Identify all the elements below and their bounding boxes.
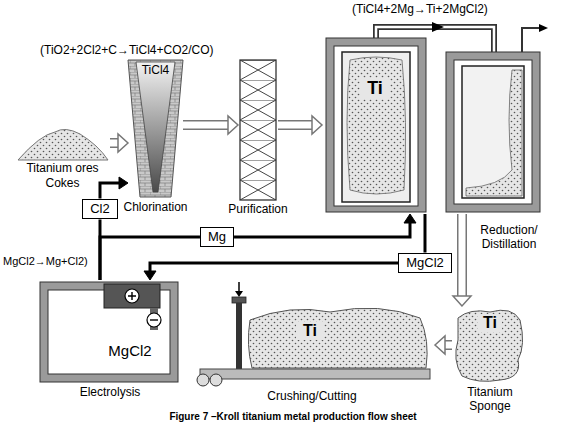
cell-lid (104, 284, 160, 308)
flow-line (100, 237, 200, 280)
material-flow-line (144, 263, 398, 280)
cutter-blade (236, 303, 242, 369)
equation-label: (TiO2+2Cl2+C→TiCl4+CO2/CO) (40, 44, 213, 58)
node-label: MgCl2 (95, 342, 165, 359)
anode-plus (128, 292, 136, 300)
node-label: Crushing/Cutting (252, 390, 372, 404)
chip-spool (210, 374, 222, 386)
chlorinator-bed (136, 62, 175, 192)
arrow-outline (183, 120, 229, 130)
titanium-sponge-mass (347, 57, 406, 194)
vent-arrow (539, 24, 548, 32)
arrow-head (312, 116, 322, 134)
node-label: TiCl4 (128, 64, 183, 78)
node-label: MgCl2 (406, 256, 444, 271)
node-label: Purification (213, 203, 303, 217)
condenser-vessel (462, 66, 524, 198)
arrow-head (404, 214, 416, 223)
furnace-inner (334, 46, 418, 206)
condensate-deposit (466, 70, 522, 196)
flow-line (100, 183, 120, 199)
material-box: Cl2 (82, 199, 118, 220)
press-arrow-head (235, 291, 243, 297)
reactor-vessel (342, 52, 410, 202)
chip-spool (197, 374, 209, 386)
material-box: MgCl2 (398, 253, 452, 274)
furnace-inner (454, 60, 532, 204)
arrow-head (228, 116, 238, 134)
equation-label: MgCl2→Mg+Cl2) (3, 255, 88, 268)
cutter-holder (232, 297, 246, 303)
arrow-outline (278, 120, 313, 130)
process-unit: TiTitanium Sponge (452, 306, 528, 382)
material-flow-line (234, 214, 416, 237)
material-flow-line (100, 237, 200, 280)
arrow-head (453, 296, 471, 306)
process-flow-arrow (110, 134, 128, 152)
flow-line (150, 263, 398, 272)
titanium-block (248, 308, 427, 368)
arrow-head (118, 134, 128, 152)
arrow-body (183, 122, 229, 129)
cell-wall (40, 282, 178, 382)
node-label: Ti (360, 78, 390, 99)
process-unit: Purification (238, 60, 278, 200)
node-label: Titanium Sponge (455, 386, 525, 414)
ore-pile (18, 129, 108, 160)
node-label: Electrolysis (60, 386, 160, 400)
arrow-outline (457, 214, 467, 297)
material-flow-line (424, 214, 425, 253)
arrow-body (278, 122, 313, 129)
process-flow-arrow (278, 116, 322, 134)
flow-line (423, 214, 426, 253)
node-label: Ti (296, 322, 324, 340)
arrow-body (459, 214, 466, 297)
press-arrow (238, 282, 240, 292)
node-label: Titanium ores (10, 162, 115, 176)
process-unit: TiReduction/ Distillation (322, 20, 545, 214)
equation-label: (TiCl4+2Mg→Ti+2MgCl2) (352, 3, 488, 17)
material-box: Mg (200, 227, 234, 248)
purification-column (240, 60, 276, 200)
arrow-head (119, 177, 128, 189)
node-label: Mg (208, 230, 226, 245)
chlorinator-wall (128, 60, 183, 197)
node-label: Chlorination (113, 201, 198, 215)
flow-line (234, 222, 410, 237)
cathode-symbol (147, 313, 161, 327)
process-unit: TiCl4Chlorination (128, 60, 183, 197)
node-label: Cokes (10, 177, 115, 191)
furnace-wall (326, 38, 426, 212)
cathode-minus (150, 319, 158, 320)
arrow-head (435, 336, 445, 354)
vent-pipe (522, 28, 540, 52)
node-label: Reduction/ Distillation (470, 224, 548, 252)
process-unit: TiCrushing/Cutting (192, 290, 435, 386)
flow-direction-arrow (432, 22, 444, 32)
node-label: Ti (478, 314, 502, 332)
process-unit: MgCl2Electrolysis (40, 280, 178, 382)
process-flow-arrow (183, 116, 238, 134)
cutting-table (200, 369, 430, 379)
figure-caption: Figure 7 –Kroll titanium metal productio… (100, 411, 486, 423)
furnace-wall (446, 52, 540, 212)
anode-symbol (125, 289, 139, 303)
material-flow-line (100, 177, 128, 199)
arrow-head (144, 271, 156, 280)
sponge-lump (456, 310, 523, 381)
process-unit: Titanium oresCokes (15, 128, 110, 160)
node-label: Cl2 (90, 202, 110, 217)
process-flow-arrow (435, 336, 452, 354)
process-flow-arrow (453, 214, 471, 306)
